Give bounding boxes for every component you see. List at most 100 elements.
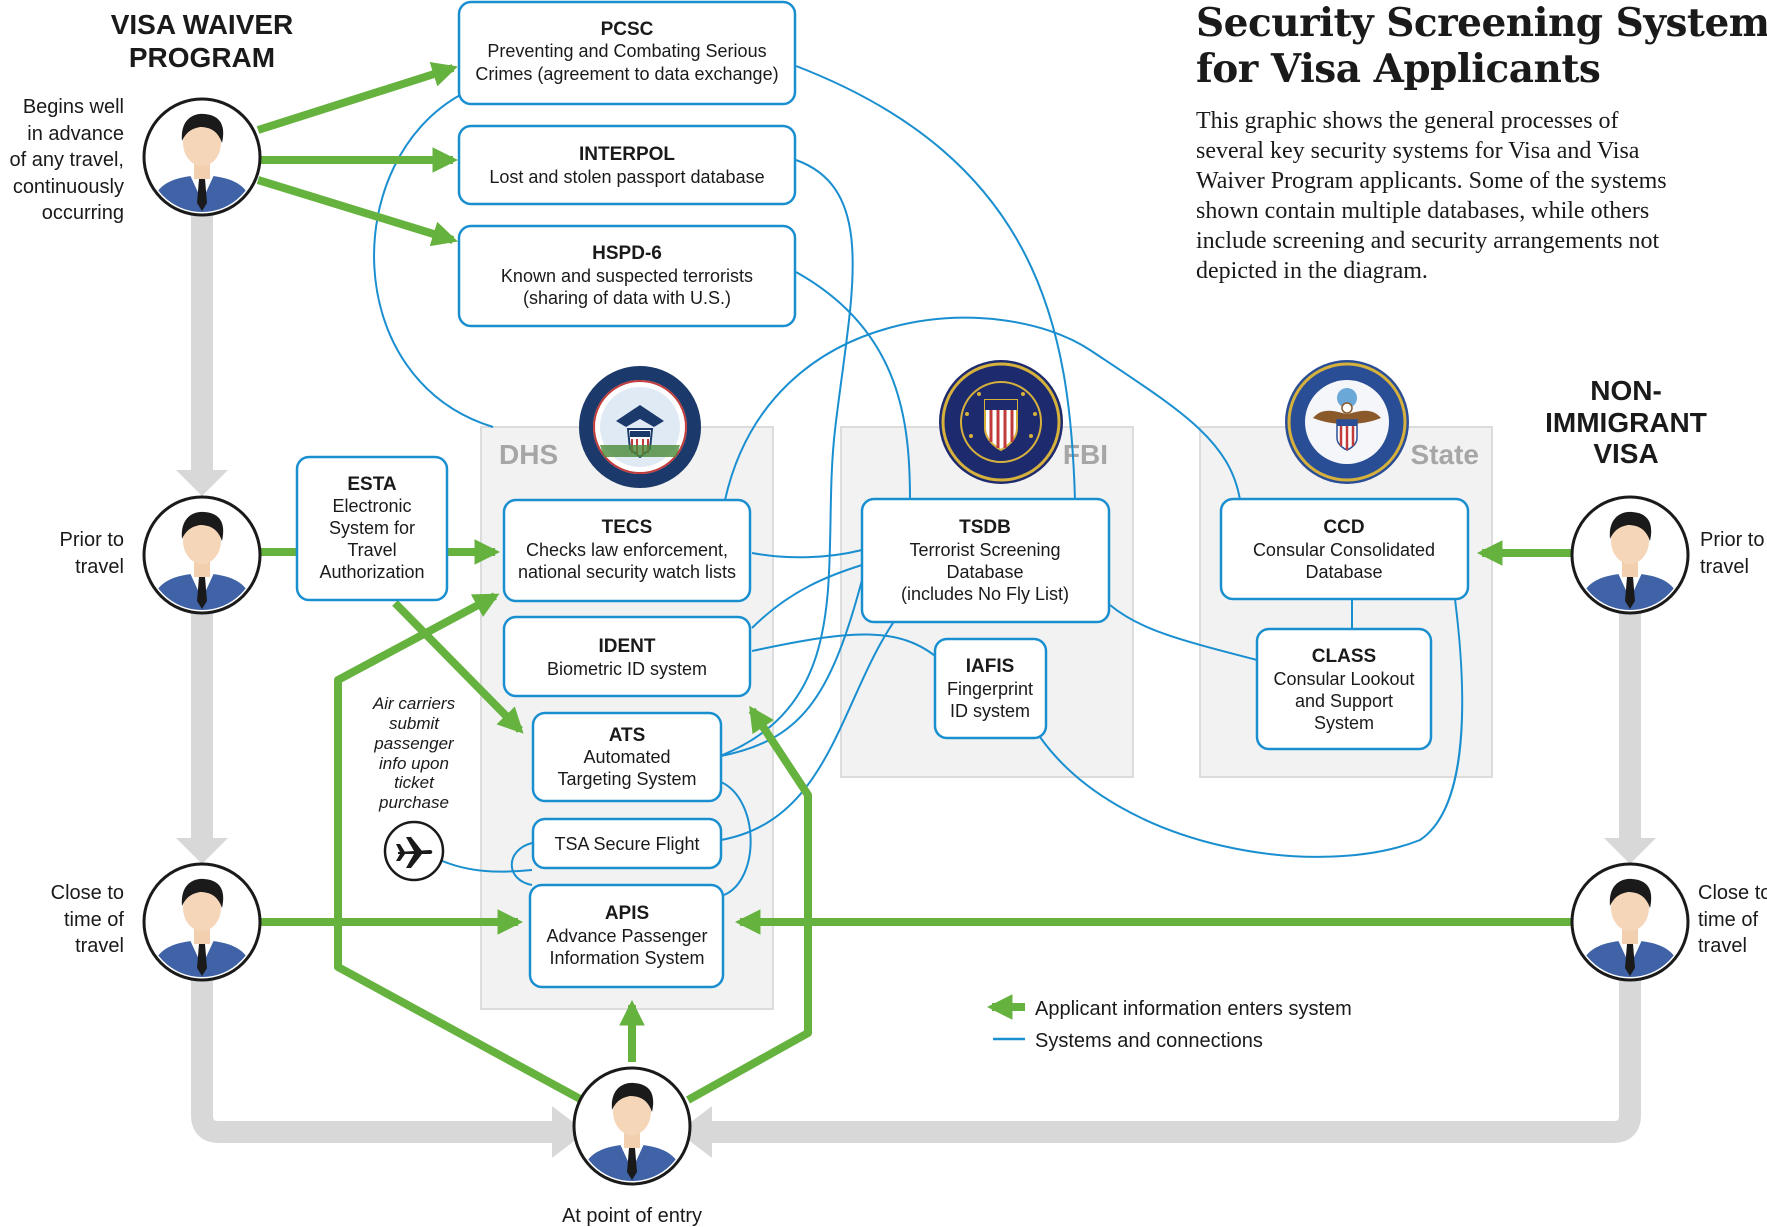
timeline-arrow-right bbox=[552, 1106, 586, 1158]
svg-text:info upon: info upon bbox=[379, 754, 449, 773]
interpol-box[interactable] bbox=[457, 124, 797, 206]
hspd6-line-1: Known and suspected terrorists bbox=[501, 266, 753, 286]
fbi-label: FBI bbox=[1063, 439, 1108, 470]
tsdb-box[interactable] bbox=[860, 497, 1111, 624]
link-plane-tsa bbox=[439, 859, 533, 873]
title-line-1: Security Screening Systems bbox=[1196, 0, 1767, 46]
svg-text:Air carriers: Air carriers bbox=[372, 694, 456, 713]
link-iafis-ccd bbox=[1039, 598, 1464, 858]
dhs-label: DHS bbox=[499, 439, 558, 470]
ident-line-1: Biometric ID system bbox=[547, 659, 707, 679]
state-label: State bbox=[1411, 439, 1479, 470]
esta-title: ESTA bbox=[347, 474, 397, 495]
ccd-box[interactable] bbox=[1219, 497, 1470, 601]
tsdb-line-2: Database bbox=[946, 562, 1023, 582]
arrow-entry-tecs bbox=[334, 592, 584, 1104]
traveler-niv-close bbox=[1570, 862, 1690, 982]
tsdb-line-1: Terrorist Screening bbox=[909, 540, 1060, 560]
svg-text:passenger: passenger bbox=[373, 734, 455, 753]
svg-text:Prior to: Prior to bbox=[60, 529, 124, 551]
timeline-arrowheads bbox=[176, 470, 1656, 1158]
legend-green-label: Applicant information enters system bbox=[1035, 998, 1352, 1020]
link-hspd6-tsdb bbox=[795, 271, 911, 501]
svg-text:ticket: ticket bbox=[394, 773, 435, 792]
ident-title: IDENT bbox=[599, 636, 656, 657]
iafis-line-1: Fingerprint bbox=[947, 679, 1033, 699]
class-box[interactable] bbox=[1255, 627, 1433, 751]
apis-line-2: Information System bbox=[549, 948, 704, 968]
esta-line-3: Travel bbox=[347, 540, 396, 560]
svg-text:time of: time of bbox=[1698, 909, 1758, 931]
tecs-box[interactable] bbox=[502, 498, 752, 603]
niv-heading-line-2: IMMIGRANT bbox=[1545, 407, 1707, 438]
svg-text:submit: submit bbox=[389, 714, 440, 733]
tecs-title: TECS bbox=[602, 517, 653, 538]
legend: Applicant information enters system Syst… bbox=[986, 994, 1352, 1052]
ats-box[interactable] bbox=[531, 711, 723, 803]
iafis-box[interactable] bbox=[933, 637, 1048, 740]
hspd6-box[interactable] bbox=[457, 224, 797, 328]
class-line-3: System bbox=[1314, 713, 1374, 733]
svg-text:occurring: occurring bbox=[42, 202, 124, 224]
tsdb-title: TSDB bbox=[959, 517, 1011, 538]
svg-text:of any travel,: of any travel, bbox=[9, 149, 124, 171]
hspd6-line-2: (sharing of data with U.S.) bbox=[523, 288, 731, 308]
tecs-line-1: Checks law enforcement, bbox=[526, 540, 728, 560]
tsa-box[interactable] bbox=[531, 817, 723, 870]
esta-line-1: Electronic bbox=[332, 496, 411, 516]
iafis-line-2: ID system bbox=[950, 701, 1030, 721]
vwp-heading-line-1: VISA WAIVER bbox=[111, 9, 294, 40]
class-line-2: and Support bbox=[1295, 691, 1393, 711]
ident-box[interactable] bbox=[502, 615, 752, 698]
hspd6-title: HSPD-6 bbox=[592, 243, 662, 264]
interpol-line-1: Lost and stolen passport database bbox=[489, 167, 764, 187]
apis-title: APIS bbox=[605, 903, 649, 924]
system-box-texts: PCSC Preventing and Combating Serious Cr… bbox=[319, 19, 1435, 968]
applicant-info-arrows bbox=[256, 62, 1574, 1104]
program-headings: VISA WAIVER PROGRAM NON- IMMIGRANT VISA bbox=[111, 9, 1707, 469]
vwp-timeline-lower bbox=[191, 940, 560, 1143]
link-tecs-ccd bbox=[724, 316, 1241, 501]
svg-text:travel: travel bbox=[75, 935, 124, 957]
arrow-vwp-hspd6 bbox=[256, 176, 458, 247]
link-ats-tsdb bbox=[720, 579, 863, 757]
ccd-title: CCD bbox=[1323, 517, 1364, 538]
interpol-title: INTERPOL bbox=[579, 144, 675, 165]
traveler-vwp-advance bbox=[142, 97, 262, 217]
entry-label: At point of entry bbox=[562, 1205, 702, 1227]
traveler-vwp-prior bbox=[142, 495, 262, 615]
arrow-vwp-pcsc bbox=[256, 62, 458, 134]
arrow-entry-ident bbox=[686, 705, 812, 1104]
class-line-1: Consular Lookout bbox=[1273, 669, 1414, 689]
traveler-vwp-close bbox=[142, 862, 262, 982]
link-ats-apis bbox=[720, 781, 752, 896]
link-ident-iafis bbox=[751, 633, 941, 661]
vwp-heading-line-2: PROGRAM bbox=[129, 42, 275, 73]
esta-line-4: Authorization bbox=[319, 562, 424, 582]
svg-text:purchase: purchase bbox=[378, 793, 449, 812]
timeline-arrow-left bbox=[678, 1106, 712, 1158]
svg-text:travel: travel bbox=[1698, 935, 1747, 957]
tecs-line-2: national security watch lists bbox=[518, 562, 736, 582]
tsdb-line-3: (includes No Fly List) bbox=[901, 584, 1069, 604]
arrow-esta-ats bbox=[392, 600, 524, 734]
svg-text:travel: travel bbox=[75, 556, 124, 578]
timeline-arrow-down-1 bbox=[176, 470, 228, 496]
svg-text:time of: time of bbox=[64, 909, 124, 931]
fbi-seal bbox=[939, 360, 1063, 484]
link-tecs-tsdb bbox=[751, 549, 863, 559]
link-ident-tsdb bbox=[751, 564, 863, 629]
svg-text:travel: travel bbox=[1700, 556, 1749, 578]
pcsc-title: PCSC bbox=[601, 19, 654, 40]
ccd-line-1: Consular Consolidated bbox=[1253, 540, 1435, 560]
system-boxes bbox=[295, 0, 1470, 989]
pcsc-box[interactable] bbox=[457, 0, 797, 106]
traveler-avatars bbox=[142, 97, 1690, 1186]
esta-line-2: System for bbox=[329, 518, 415, 538]
ats-line-2: Targeting System bbox=[557, 769, 696, 789]
apis-box[interactable] bbox=[528, 883, 725, 989]
system-connections bbox=[373, 65, 1464, 896]
niv-timeline-lower bbox=[705, 940, 1641, 1143]
esta-box[interactable] bbox=[295, 455, 449, 602]
air-carriers-note: Air carriers submit passenger info upon … bbox=[372, 694, 456, 812]
